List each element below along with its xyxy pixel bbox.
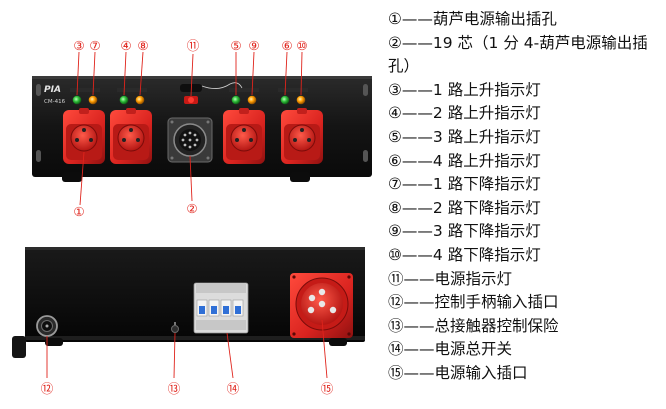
led-up-1	[72, 95, 82, 105]
legend-num: ⑨	[388, 222, 402, 241]
legend-item-10: ⑩——4 路下降指示灯	[388, 244, 664, 268]
front-leader-lines	[76, 51, 303, 206]
led-up-3	[231, 95, 241, 105]
hoist-socket-2	[110, 108, 152, 164]
model-label: CM-416	[44, 99, 66, 105]
legend-text: ——1 路上升指示灯	[401, 80, 541, 99]
power-input-plug	[290, 273, 353, 338]
legend-item-9: ⑨——3 路下降指示灯	[388, 220, 664, 244]
legend-text: ——3 路下降指示灯	[401, 222, 541, 241]
legend: ①——葫芦电源输出插孔 ②——19 芯（1 分 4-葫芦电源输出插孔） ③——1…	[388, 8, 664, 386]
led-down-2	[135, 95, 145, 105]
legend-num: ③	[388, 80, 402, 99]
legend-num: ①	[388, 10, 402, 28]
legend-item-2: ②——19 芯（1 分 4-葫芦电源输出插孔）	[388, 32, 664, 79]
legend-item-7: ⑦——1 路下降指示灯	[388, 173, 664, 197]
callout-4: ④	[120, 38, 131, 53]
led-down-1	[88, 95, 98, 105]
legend-item-3: ③——1 路上升指示灯	[388, 79, 664, 103]
main-breaker	[193, 282, 249, 334]
brand-logo: PIA	[44, 85, 61, 95]
hoist-socket-4	[281, 108, 323, 164]
legend-item-1: ①——葫芦电源输出插孔	[388, 8, 664, 32]
legend-text: ——葫芦电源输出插孔	[401, 10, 557, 28]
callout-7: ⑦	[89, 38, 100, 53]
callout-10: ⑩	[296, 38, 307, 53]
front-leds	[70, 88, 308, 105]
callout-13: ⑬	[168, 381, 181, 396]
callout-1: ①	[73, 204, 84, 219]
callout-3: ③	[73, 38, 84, 53]
legend-num: ⑬	[388, 316, 404, 335]
legend-text: ——2 路上升指示灯	[401, 104, 541, 123]
led-down-3	[247, 95, 257, 105]
legend-num: ⑦	[388, 175, 402, 194]
legend-text: ——电源指示灯	[403, 269, 513, 288]
led-up-4	[280, 95, 290, 105]
legend-item-6: ⑥——4 路上升指示灯	[388, 150, 664, 174]
hoist-socket-3	[223, 108, 265, 164]
legend-item-5: ⑤——3 路上升指示灯	[388, 126, 664, 150]
legend-item-15: ⑮——电源输入插口	[388, 362, 664, 386]
legend-item-8: ⑧——2 路下降指示灯	[388, 197, 664, 221]
legend-num: ⑭	[388, 340, 404, 359]
callout-15: ⑮	[321, 381, 334, 396]
legend-num: ⑤	[388, 127, 402, 146]
contactor-fuse	[171, 322, 179, 333]
multipin-connector	[167, 117, 213, 163]
legend-text: ——3 路上升指示灯	[401, 127, 541, 146]
legend-num: ②	[388, 33, 402, 52]
legend-item-13: ⑬——总接触器控制保险	[388, 315, 664, 339]
callout-8: ⑧	[137, 38, 148, 53]
callout-2: ②	[186, 201, 197, 216]
callout-6: ⑥	[281, 38, 292, 53]
legend-num: ⑫	[388, 293, 404, 312]
back-leader-lines	[46, 319, 328, 379]
callout-9: ⑨	[248, 38, 259, 53]
legend-num: ⑪	[388, 269, 404, 288]
legend-text: ——2 路下降指示灯	[401, 198, 541, 217]
callout-5: ⑤	[230, 38, 241, 53]
hoist-socket-1	[63, 108, 105, 164]
callout-12: ⑫	[41, 381, 54, 396]
legend-text: ——4 路下降指示灯	[401, 245, 541, 264]
legend-text: ——总接触器控制保险	[403, 316, 559, 335]
legend-item-12: ⑫——控制手柄输入插口	[388, 291, 664, 315]
legend-text: ——电源输入插口	[403, 363, 528, 382]
legend-num: ⑥	[388, 151, 402, 170]
led-up-2	[119, 95, 129, 105]
legend-text: ——19 芯（1 分 4-葫芦电源输出插孔）	[388, 33, 648, 76]
legend-num: ⑮	[388, 363, 404, 382]
legend-item-14: ⑭——电源总开关	[388, 338, 664, 362]
legend-item-11: ⑪——电源指示灯	[388, 268, 664, 292]
legend-num: ④	[388, 104, 402, 123]
legend-text: ——控制手柄输入插口	[403, 293, 559, 312]
legend-num: ⑧	[388, 198, 402, 217]
legend-item-4: ④——2 路上升指示灯	[388, 102, 664, 126]
callout-11: ⑪	[187, 38, 200, 53]
callout-14: ⑭	[227, 381, 240, 396]
control-handle-socket	[36, 315, 58, 337]
legend-num: ⑩	[388, 245, 402, 264]
led-down-4	[296, 95, 306, 105]
legend-text: ——4 路上升指示灯	[401, 151, 541, 170]
legend-text: ——1 路下降指示灯	[401, 175, 541, 194]
legend-text: ——电源总开关	[403, 340, 513, 359]
